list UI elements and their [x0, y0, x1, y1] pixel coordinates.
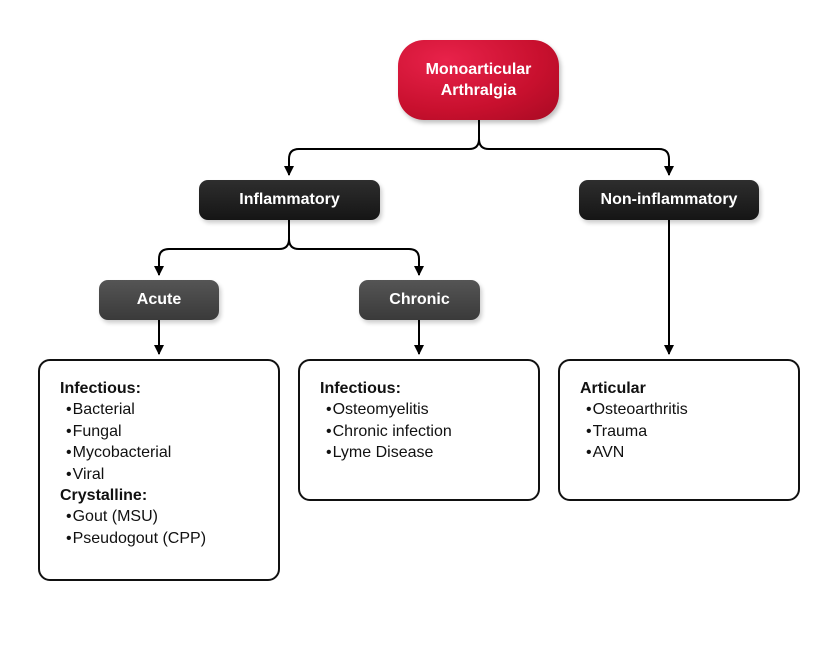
- group-list: Osteoarthritis Trauma AVN: [580, 399, 798, 464]
- acute-label: Acute: [136, 291, 182, 308]
- list-item: Pseudogout (CPP): [66, 528, 278, 550]
- group-list: Bacterial Fungal Mycobacterial Viral: [60, 399, 278, 485]
- group-heading: Infectious:: [320, 380, 401, 397]
- inflammatory-node: Inflammatory: [199, 180, 380, 220]
- non-inflammatory-label: Non-inflammatory: [600, 191, 738, 208]
- non-inflammatory-causes-box: Articular Osteoarthritis Trauma AVN: [558, 359, 800, 501]
- inflammatory-label: Inflammatory: [239, 191, 340, 208]
- chronic-label: Chronic: [389, 291, 450, 308]
- list-item: Osteoarthritis: [586, 399, 798, 421]
- group-list: Osteomyelitis Chronic infection Lyme Dis…: [320, 399, 538, 464]
- connector-inflammatory-to-acute: [154, 220, 290, 276]
- group-heading: Crystalline:: [60, 487, 148, 504]
- list-item: Osteomyelitis: [326, 399, 538, 421]
- list-item: Bacterial: [66, 399, 278, 421]
- connector-inflammatory-to-chronic: [288, 220, 424, 276]
- list-item: AVN: [586, 442, 798, 464]
- group-heading: Infectious:: [60, 380, 141, 397]
- list-item: Trauma: [586, 421, 798, 443]
- connector-root-to-noninflammatory: [478, 120, 674, 176]
- chronic-causes-box: Infectious: Osteomyelitis Chronic infect…: [298, 359, 540, 501]
- acute-node: Acute: [99, 280, 219, 320]
- group-list: Gout (MSU) Pseudogout (CPP): [60, 506, 278, 549]
- acute-causes-box: Infectious: Bacterial Fungal Mycobacteri…: [38, 359, 280, 581]
- list-item: Lyme Disease: [326, 442, 538, 464]
- list-item: Gout (MSU): [66, 506, 278, 528]
- list-item: Chronic infection: [326, 421, 538, 443]
- root-label: Monoarticular Arthralgia: [425, 61, 532, 99]
- group-heading: Articular: [580, 380, 646, 397]
- root-node: Monoarticular Arthralgia: [398, 40, 559, 120]
- list-item: Fungal: [66, 421, 278, 443]
- connector-root-to-inflammatory: [284, 120, 480, 176]
- non-inflammatory-node: Non-inflammatory: [579, 180, 759, 220]
- list-item: Mycobacterial: [66, 442, 278, 464]
- list-item: Viral: [66, 464, 278, 486]
- chronic-node: Chronic: [359, 280, 480, 320]
